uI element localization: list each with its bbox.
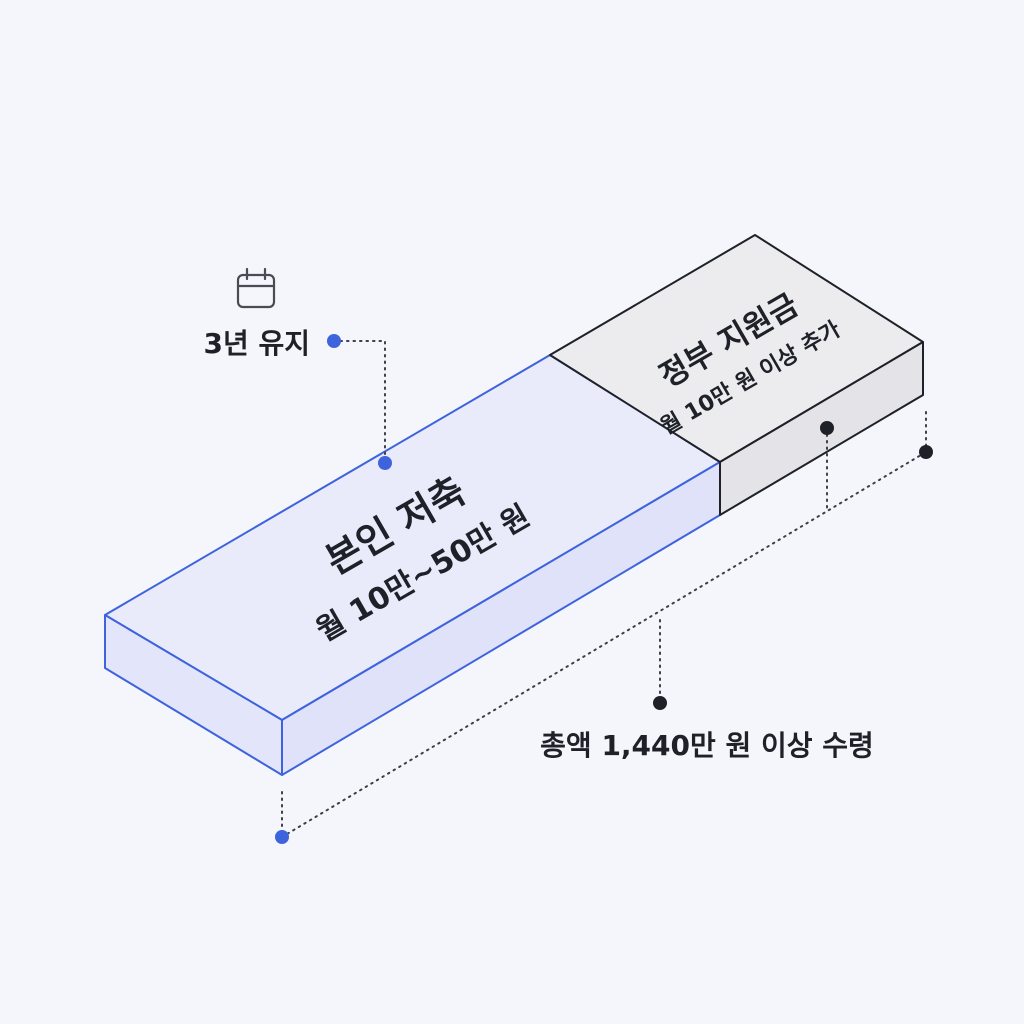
markers	[275, 334, 933, 844]
total-label-marker	[653, 696, 667, 710]
gov-block-marker	[820, 421, 834, 435]
dimension-end-marker	[919, 445, 933, 459]
personal-savings-block	[104, 354, 721, 776]
total-label: 총액 1,440만 원 이상 수령	[540, 729, 874, 762]
duration-marker	[327, 334, 341, 348]
calendar-icon	[236, 267, 276, 309]
dimension-start-marker	[275, 830, 289, 844]
total-dimension-line	[281, 451, 927, 838]
duration-leader-line	[333, 340, 386, 464]
personal-block-marker	[378, 456, 392, 470]
duration-label: 3년 유지	[203, 327, 310, 360]
